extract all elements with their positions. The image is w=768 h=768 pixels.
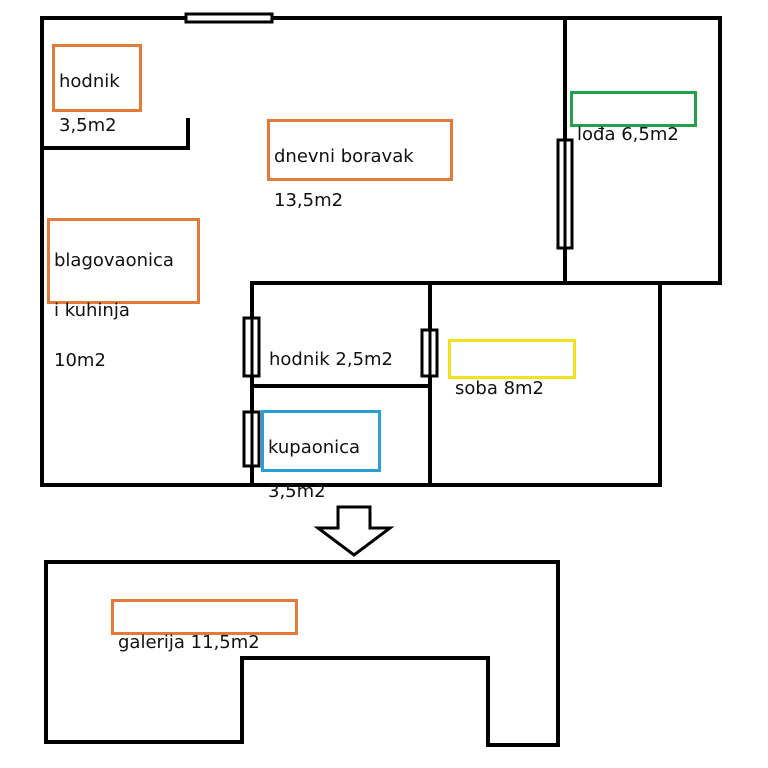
room-label-galerija: galerija 11,5m2 — [111, 599, 298, 653]
room-label-hodnik-mid: hodnik 2,5m2 — [269, 349, 394, 370]
room-label-soba: soba 8m2 — [448, 339, 576, 399]
room-label-blagovaonica: blagovaonica i kuhinja 10m2 — [47, 218, 200, 371]
gallery-outline — [44, 560, 560, 747]
entrance-door — [184, 12, 274, 24]
room-label-hodnik-top: hodnik 3,5m2 — [52, 44, 142, 136]
room-label-loda: lođa 6,5m2 — [570, 91, 697, 145]
room-label-kupaonica: kupaonica 3,5m2 — [261, 410, 381, 502]
room-label-dnevni-boravak: dnevni boravak 13,5m2 — [267, 119, 453, 211]
down-arrow-icon — [313, 505, 395, 557]
